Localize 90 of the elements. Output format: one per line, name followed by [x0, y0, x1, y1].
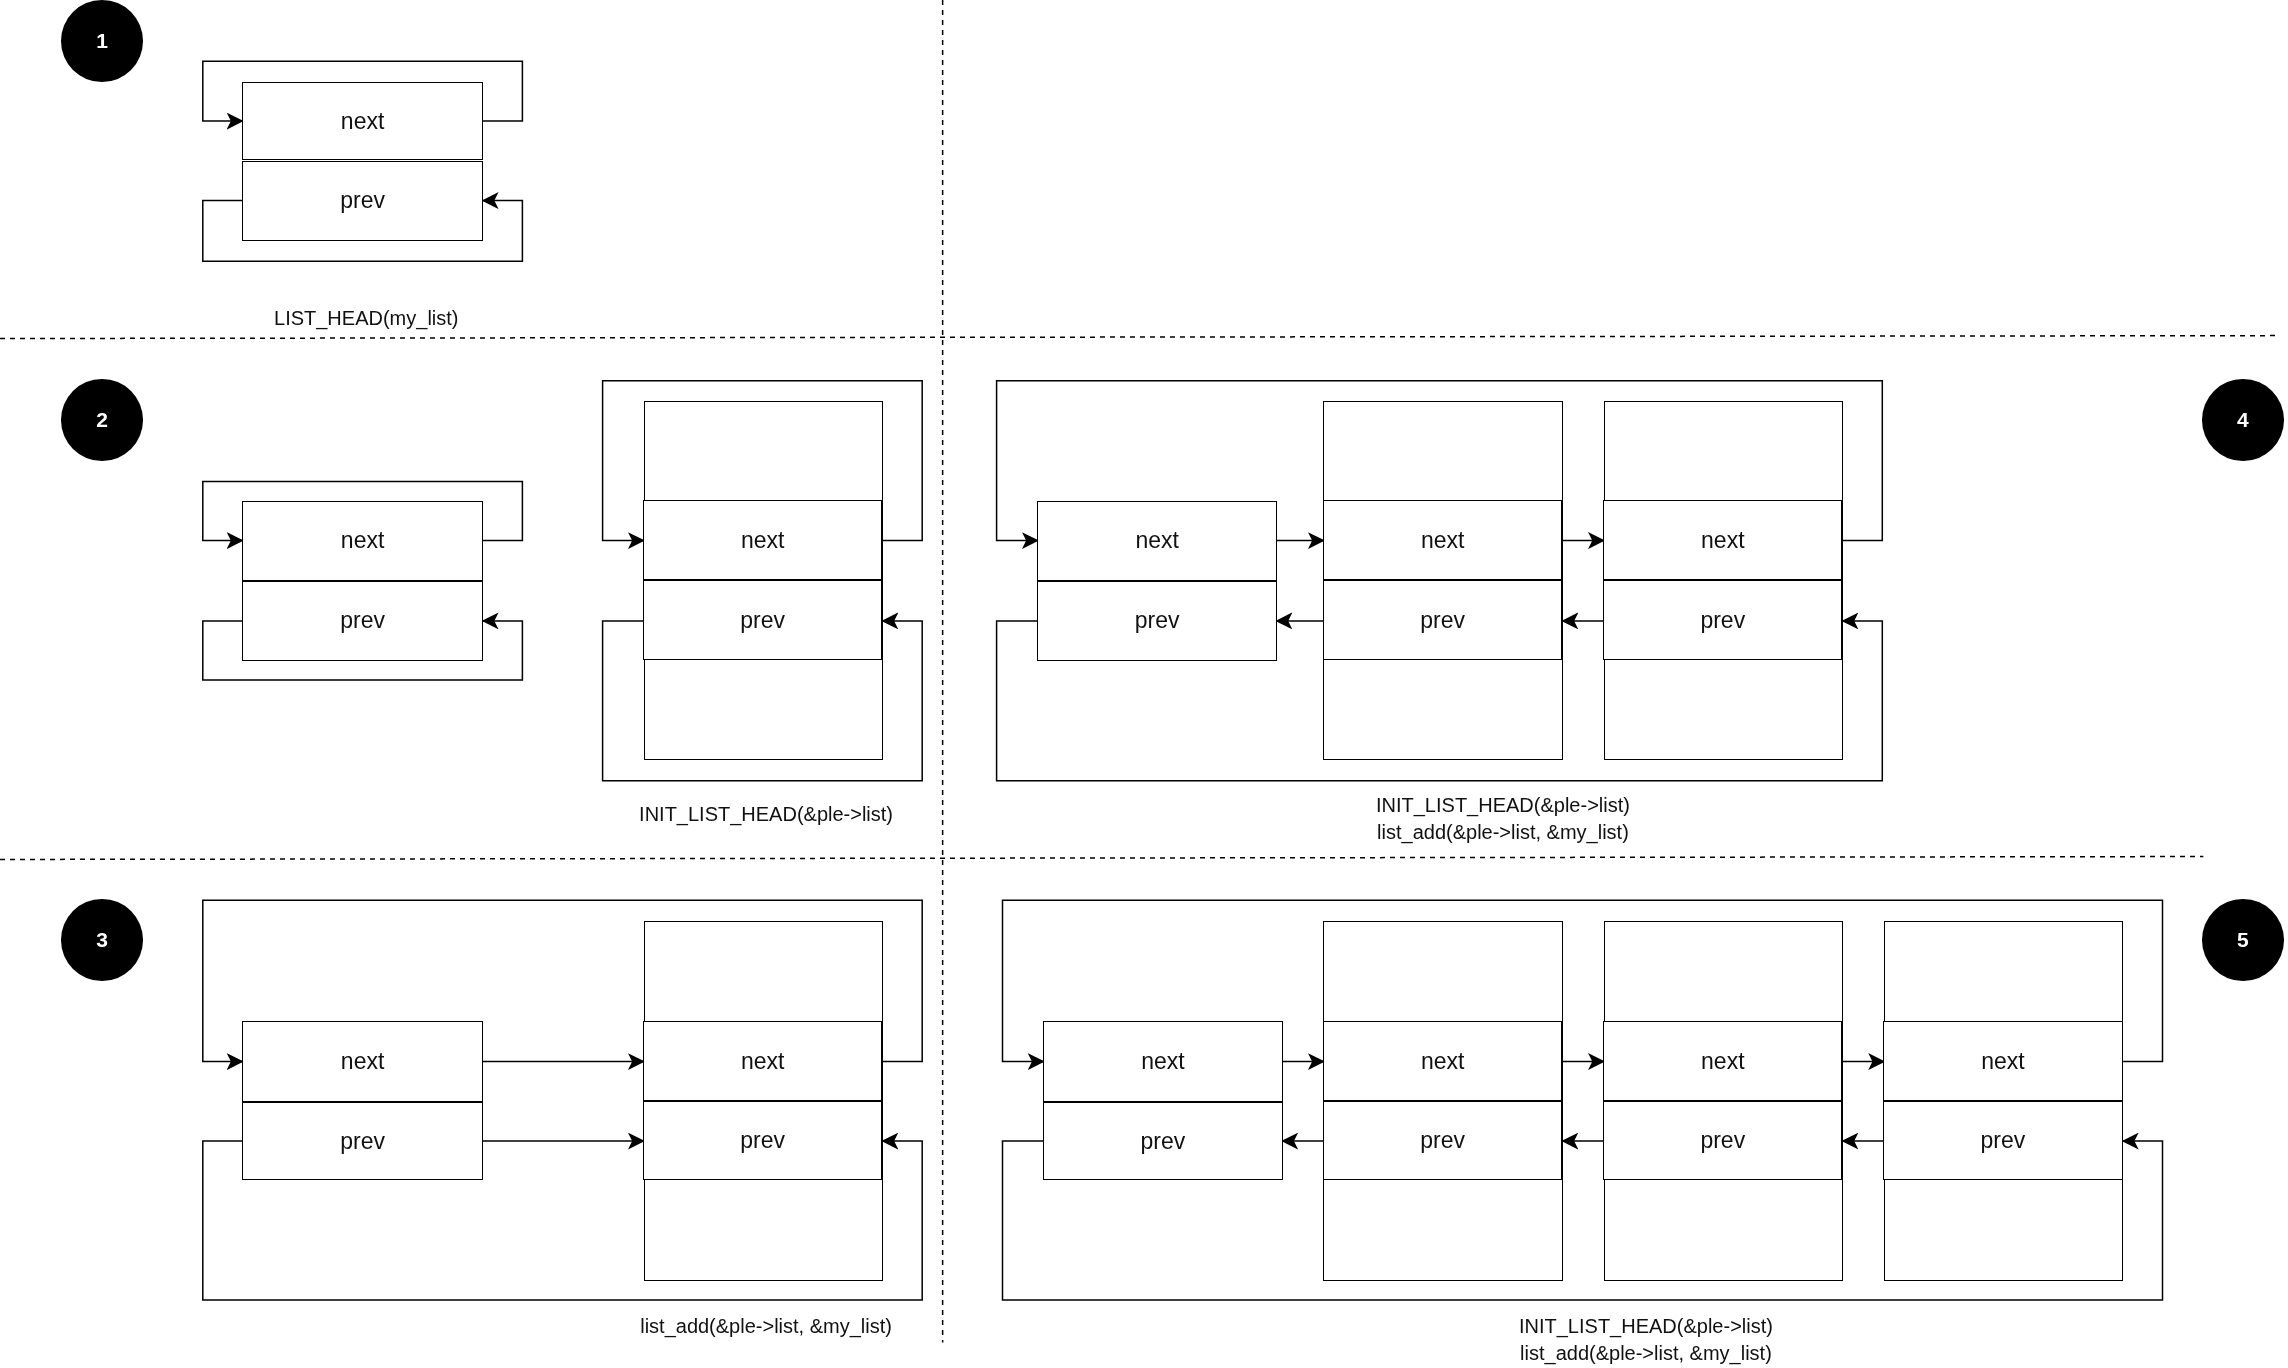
- field-name: prev: [1134, 607, 1180, 635]
- arrow: [202, 60, 524, 130]
- field-name: next: [340, 527, 385, 555]
- code-caption: INIT_LIST_HEAD(&ple->list): [639, 802, 894, 826]
- struct-box: [1323, 401, 1563, 761]
- field-name: prev: [340, 607, 385, 635]
- pointer-cell: [1037, 580, 1277, 661]
- pointer-cell: [1603, 1020, 1843, 1102]
- field-name: next: [1135, 527, 1179, 555]
- arrow: [1281, 1132, 1325, 1150]
- field-name: next: [340, 107, 385, 135]
- code-caption: list_add(&ple->list, &my_list): [1520, 1341, 1772, 1365]
- arrow: [601, 380, 923, 550]
- struct-box: [1883, 920, 2124, 1282]
- pointer-cell: [242, 160, 483, 241]
- pointer-cell: [1603, 1101, 1843, 1180]
- field-name: next: [1981, 1047, 2025, 1075]
- arrow: [1275, 612, 1325, 630]
- struct-box: [1603, 920, 1843, 1282]
- pointer-cell: [242, 500, 483, 581]
- field-name: next: [1420, 1047, 1465, 1075]
- arrow: [1561, 612, 1605, 630]
- arrow: [1276, 532, 1325, 550]
- pointer-cell: [643, 1101, 883, 1180]
- field-name: prev: [340, 187, 385, 215]
- arrow: [1562, 532, 1605, 550]
- arrow: [601, 612, 923, 782]
- pointer-cell: [1043, 1021, 1283, 1102]
- pointer-cell: [643, 1020, 883, 1102]
- field-name: prev: [740, 1127, 785, 1155]
- step-number: 2: [96, 408, 108, 433]
- arrow: [1561, 1132, 1605, 1150]
- field-name: prev: [1700, 1127, 1746, 1155]
- field-name: next: [740, 1047, 785, 1075]
- arrow: [482, 1132, 645, 1150]
- pointer-cell: [1322, 500, 1563, 581]
- struct-box: [1603, 401, 1843, 761]
- pointer-cell: [242, 81, 483, 161]
- pointer-cell: [1037, 500, 1277, 581]
- code-caption: list_add(&ple->list, &my_list): [1377, 820, 1629, 844]
- pointer-cell: [1883, 1101, 2123, 1180]
- arrow: [1001, 1132, 2164, 1301]
- arrow: [202, 612, 524, 681]
- field-name: prev: [740, 606, 785, 634]
- code-caption: INIT_LIST_HEAD(&ple->list): [1375, 793, 1630, 817]
- field-name: prev: [1700, 606, 1746, 634]
- arrow: [202, 192, 524, 262]
- field-name: prev: [1140, 1127, 1186, 1155]
- pointer-cell: [242, 1021, 483, 1102]
- pointer-cell: [1043, 1101, 1283, 1181]
- field-name: next: [1701, 526, 1745, 554]
- field-name: prev: [1980, 1127, 2026, 1155]
- code-caption: list_add(&ple->list, &my_list): [640, 1314, 892, 1338]
- arrow: [202, 899, 923, 1071]
- struct-box: [643, 920, 883, 1282]
- struct-box: [643, 401, 883, 761]
- pointer-cell: [643, 500, 883, 581]
- code-caption: INIT_LIST_HEAD(&ple->list): [1518, 1314, 1773, 1338]
- field-name: prev: [1420, 1127, 1465, 1155]
- pointer-cell: [1322, 1020, 1563, 1102]
- struct-box: [1323, 920, 1563, 1282]
- field-name: prev: [340, 1127, 385, 1155]
- field-name: next: [1701, 1047, 1745, 1075]
- field-name: next: [740, 526, 785, 554]
- pointer-cell: [1603, 580, 1843, 661]
- field-name: prev: [1420, 606, 1465, 634]
- pointer-cell: [242, 580, 483, 661]
- arrow: [1001, 899, 2164, 1071]
- field-name: next: [1420, 526, 1465, 554]
- arrow: [482, 1053, 645, 1071]
- step-number: 1: [96, 28, 108, 53]
- pointer-cell: [1322, 1101, 1563, 1180]
- arrow: [995, 612, 1884, 782]
- pointer-cell: [242, 1101, 483, 1181]
- code-caption: LIST_HEAD(my_list): [274, 306, 459, 330]
- field-name: next: [1141, 1048, 1185, 1076]
- pointer-cell: [643, 580, 883, 661]
- arrow: [995, 380, 1884, 550]
- arrow: [1841, 1132, 1885, 1150]
- step-number: 5: [2236, 927, 2249, 952]
- step-number: 4: [2236, 408, 2249, 433]
- field-name: next: [340, 1048, 385, 1076]
- arrow: [1562, 1053, 1605, 1071]
- pointer-cell: [1883, 1020, 2123, 1102]
- arrow: [202, 1132, 923, 1301]
- arrow: [202, 480, 524, 550]
- pointer-cell: [1322, 580, 1563, 661]
- arrow: [1281, 1053, 1325, 1071]
- pointer-cell: [1603, 500, 1843, 581]
- step-number: 3: [96, 927, 108, 952]
